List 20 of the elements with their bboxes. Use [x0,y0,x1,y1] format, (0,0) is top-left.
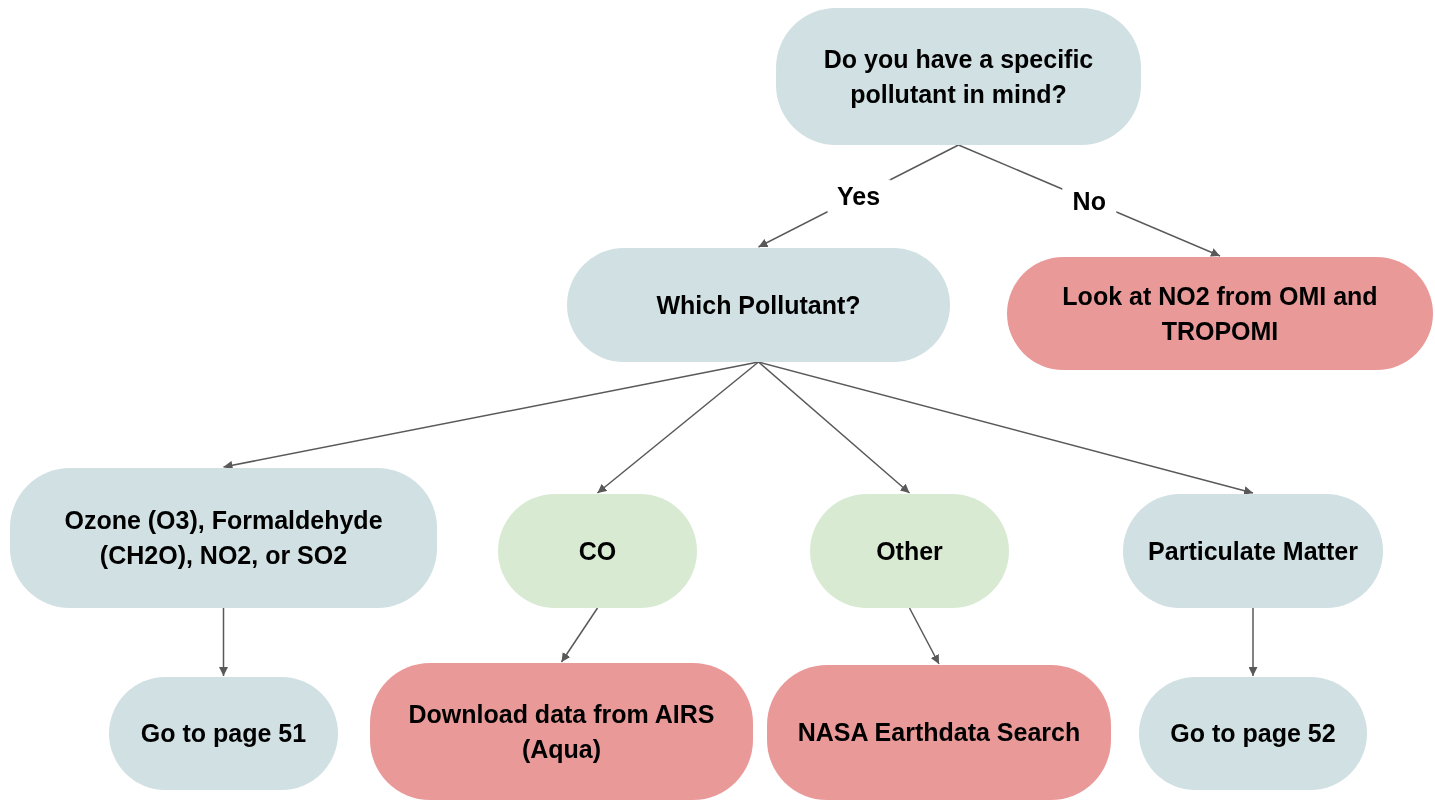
node-text: Which Pollutant? [655,289,862,321]
node-text: NASA Earthdata Search [796,717,1082,748]
node-text: Go to page 52 [1169,718,1337,749]
node-text: Do you have a specific pollutant in mind? [822,43,1095,110]
node-text: Download data from AIRS (Aqua) [407,698,716,765]
arrow [757,361,911,494]
arrow [222,361,760,470]
arrow [757,361,1254,496]
node-text: Particulate Matter [1147,535,1359,567]
arrow [560,607,599,663]
arrow [219,607,228,677]
arrow [1248,607,1258,677]
node-text: Go to page 51 [139,718,308,749]
node-text: CO [577,535,618,567]
arrow [908,607,940,665]
edge-label: Yes [826,179,891,213]
node-text: Other [875,535,944,567]
node-text: Ozone (O3), Formaldehyde (CH2O), NO2, or SO2 [63,505,384,571]
node-text: Look at NO2 from OMI and TROPOMI [1061,280,1379,347]
arrow [596,361,760,494]
